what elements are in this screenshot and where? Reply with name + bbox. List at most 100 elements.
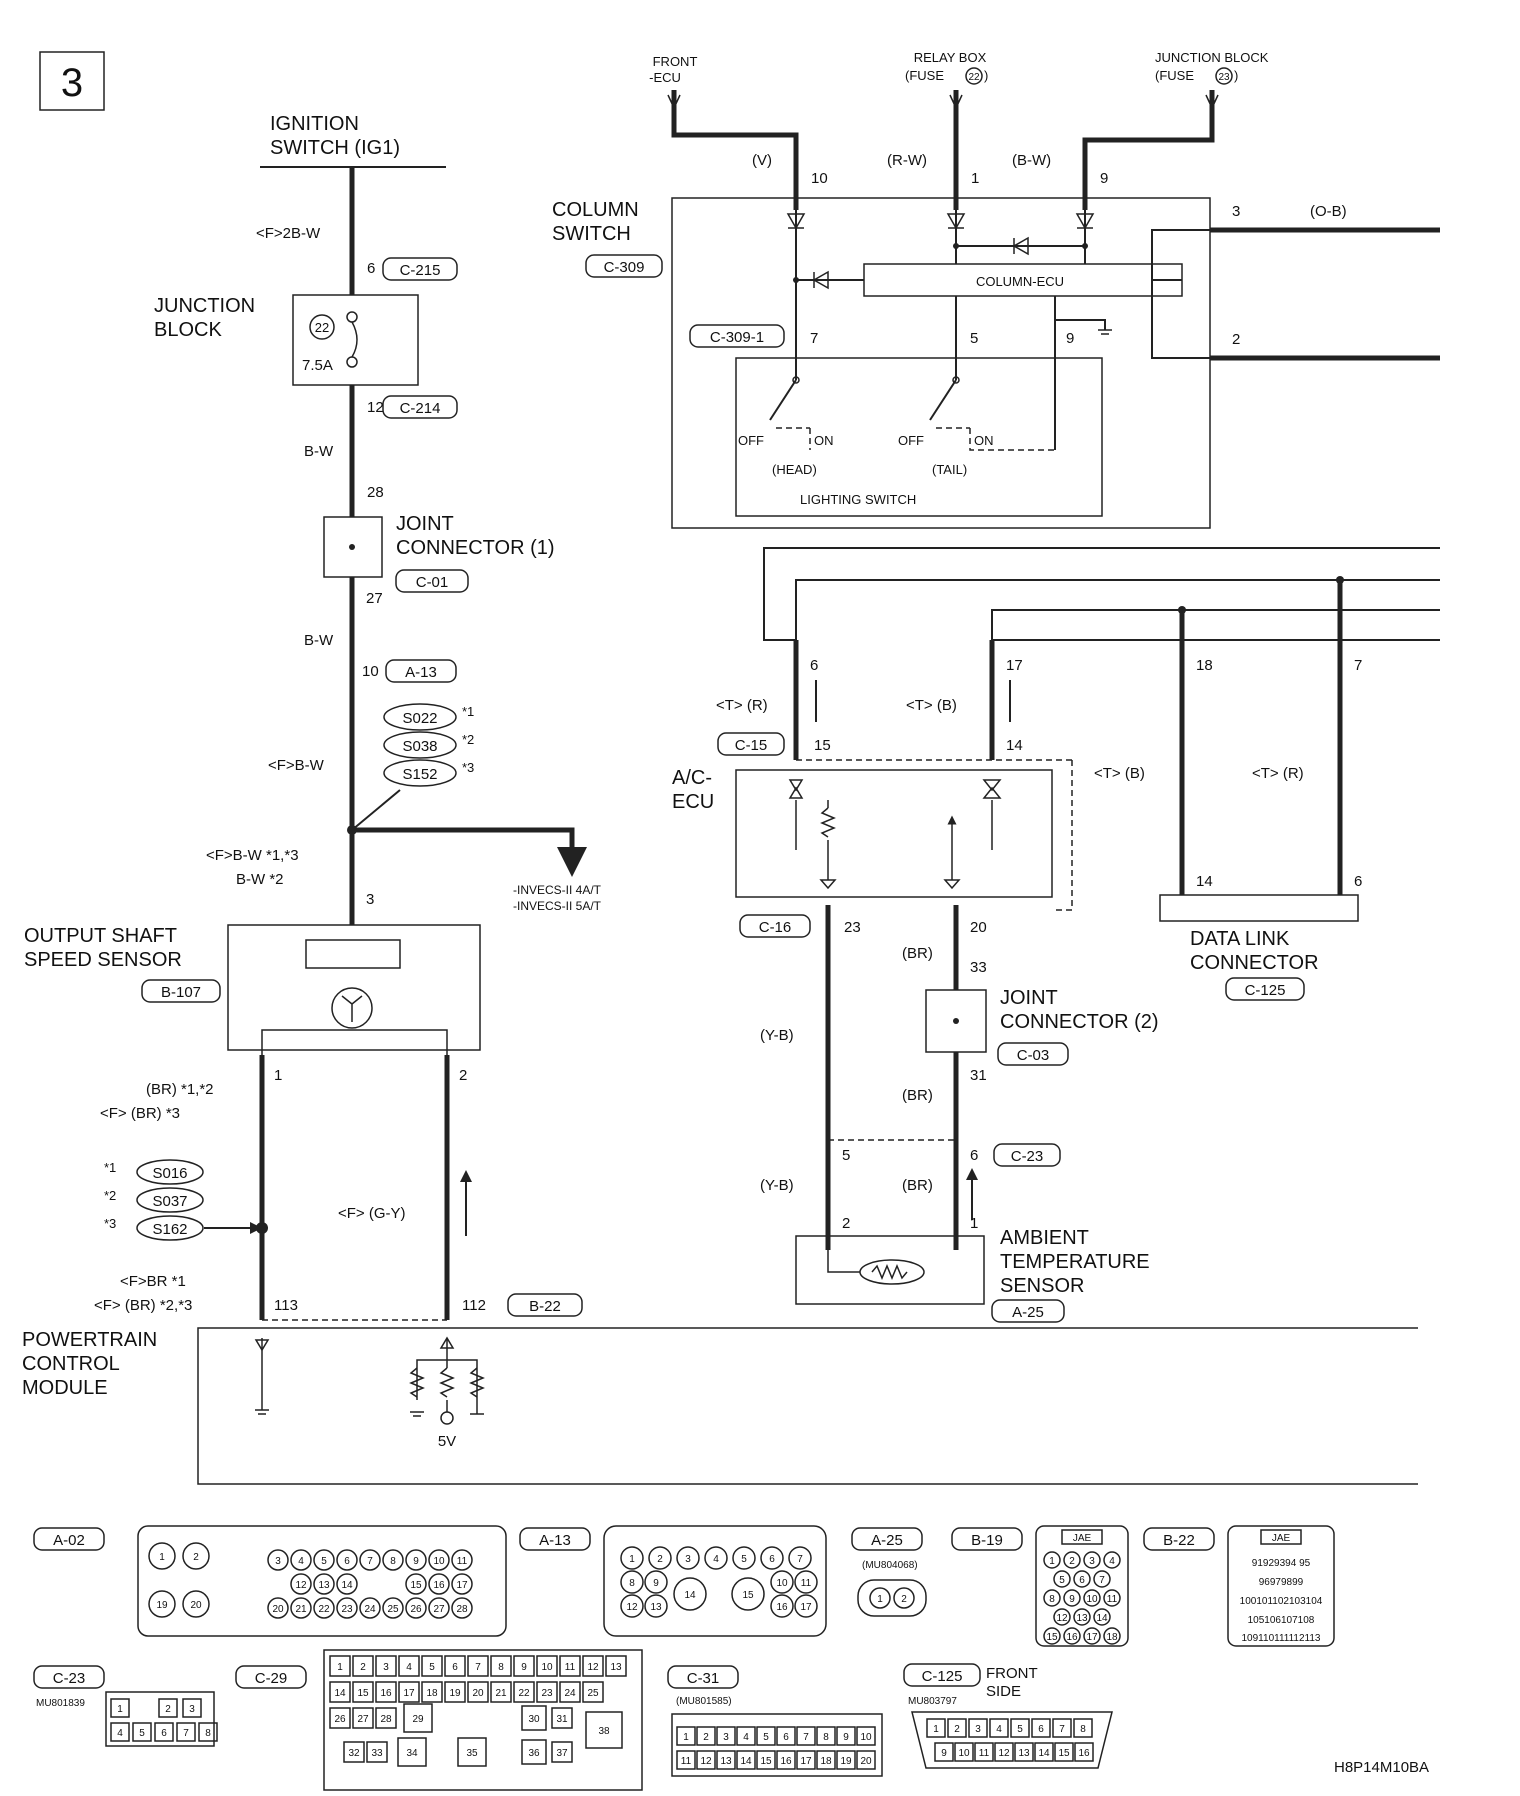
switch-tail-dash: [936, 427, 1055, 451]
pin-r15: 15: [814, 737, 831, 754]
a02-pin-28-shape: [451, 1597, 473, 1619]
thermistor-zigzag: [871, 1264, 908, 1280]
a13-pin-1-shape: [620, 1546, 644, 1570]
switch-head-dash: [776, 427, 811, 450]
c29-pin-12: 12: [587, 1662, 599, 1673]
c29-pin-24: 24: [564, 1688, 576, 1699]
conn-b107-badge: [141, 979, 221, 1003]
fuse-22-circle: [309, 314, 335, 340]
c29-pin-12-shape: [582, 1655, 604, 1677]
face-c31-body: [671, 1713, 883, 1777]
switch-tail-icon: [929, 379, 957, 421]
a02-pin-5: 5: [321, 1556, 327, 1567]
c29-pin-19: 19: [449, 1688, 461, 1699]
jb-fuse-number: 23: [1218, 72, 1230, 83]
front-ecu-label-2: -ECU: [649, 70, 681, 85]
ambient-label-1: AMBIENT: [1000, 1227, 1089, 1249]
a13-pin-8: 8: [629, 1578, 635, 1589]
a13-pin-2: 2: [657, 1554, 663, 1565]
jb-fuse-circle: [1215, 67, 1233, 85]
a02-pin-15-shape: [405, 1573, 427, 1595]
face-c23-part: MU801839: [36, 1698, 85, 1709]
diode-icon-bridge: [1012, 236, 1029, 256]
diagram-code: H8P14M10BA: [1334, 1759, 1429, 1776]
c125-pin-12-shape: [994, 1742, 1014, 1762]
a02-pin-19: 20: [190, 1600, 202, 1611]
a13-pin-7: 7: [797, 1554, 803, 1565]
c29-pin-33: 33: [371, 1748, 383, 1759]
c29-pin-38-shape: [585, 1711, 623, 1749]
face-a25-body: [857, 1579, 927, 1617]
conn-c309-badge: [585, 254, 663, 278]
b19-pin-18: 18: [1106, 1632, 1118, 1643]
column-switch-label-2: SWITCH: [552, 223, 631, 245]
diode-icon-10: [786, 213, 806, 230]
a02-pin-14-shape: [336, 1573, 358, 1595]
pin-r5: 5: [970, 330, 978, 347]
oss-element: [305, 939, 401, 969]
c29-pin-5: 5: [429, 1662, 435, 1673]
c31-pin-19-shape: [836, 1750, 856, 1770]
c23-pin-1-shape: [110, 1698, 130, 1718]
b19-pin-9: 9: [1069, 1594, 1075, 1605]
a25-pin-2: 2: [901, 1594, 907, 1605]
a02-pin-28: 28: [456, 1604, 468, 1615]
a02-pin-8: 8: [390, 1556, 396, 1567]
c29-pin-6: 6: [452, 1662, 458, 1673]
diode-icon-ecu: [812, 270, 829, 290]
c125-pin-9-shape: [934, 1742, 954, 1762]
pcm-label-1: POWERTRAIN: [22, 1329, 157, 1351]
a02-pin-13-shape: [313, 1573, 335, 1595]
pin-r3: 3: [1232, 203, 1240, 220]
a02-pin-11: 11: [457, 1556, 468, 1567]
wire-ob-label: (O-B): [1310, 203, 1347, 220]
pin-28: 28: [367, 484, 384, 501]
c29-pin-16: 16: [380, 1688, 392, 1699]
oss-transistor-icon: [331, 987, 373, 1029]
face-b19-badge: [951, 1527, 1023, 1551]
conn-c3091: C-309-1: [710, 329, 764, 346]
joint-connector-1-label-2: CONNECTOR (1): [396, 537, 555, 559]
c29-pin-24-shape: [559, 1681, 581, 1703]
pin-r2b: 2: [842, 1215, 850, 1232]
c29-pin-5-shape: [421, 1655, 443, 1677]
pcm-5v-terminal: [440, 1411, 454, 1425]
splice-s016-label: S016: [152, 1165, 187, 1182]
conn-c309: C-309: [604, 259, 645, 276]
acecu-io-leads: [795, 800, 993, 850]
c29-pin-9-shape: [513, 1655, 535, 1677]
b19-pin-11: 11: [1107, 1594, 1118, 1605]
a02-pin-17: 17: [456, 1580, 468, 1591]
b19-pin-7: 7: [1099, 1575, 1105, 1586]
c29-pin-33-shape: [366, 1741, 388, 1763]
c31-pin-11-shape: [676, 1750, 696, 1770]
pcm-pin-113: 113: [274, 1297, 298, 1314]
face-c125-label: C-125: [922, 1668, 963, 1685]
face-c29-body: [323, 1649, 643, 1791]
conn-c15-badge: [717, 732, 785, 756]
face-b22-row-5: 109110111112113: [1242, 1633, 1321, 1644]
b19-pin-14: 14: [1096, 1613, 1108, 1624]
splice-s038-note: *2: [462, 732, 474, 747]
b19-pin-13: 13: [1076, 1613, 1088, 1624]
pin-r1: 1: [971, 170, 979, 187]
a13-pin-4: 4: [713, 1554, 719, 1565]
wire-yb2-label: (Y-B): [760, 1177, 794, 1194]
conn-b22-badge: [507, 1293, 583, 1317]
note-invecs-5at: -INVECS-II 5A/T: [513, 899, 602, 913]
wire-fbr-1: <F>BR *1: [120, 1273, 186, 1290]
c125-pin-11: 11: [979, 1748, 990, 1759]
dlc-label-1: DATA LINK: [1190, 928, 1290, 950]
a02-pin-21-shape: [290, 1597, 312, 1619]
c31-pin-5: 5: [763, 1732, 769, 1743]
a02-pin-26: 26: [410, 1604, 422, 1615]
a02-pin-7: 7: [367, 1556, 373, 1567]
acecu-box: [735, 769, 1053, 898]
relay-box-fuse: (FUSE: [905, 68, 944, 83]
c29-pin-7: 7: [475, 1662, 481, 1673]
cs-out-3: [1151, 229, 1225, 281]
a13-pin-4-shape: [704, 1546, 728, 1570]
conn-a13-badge: [385, 659, 457, 683]
